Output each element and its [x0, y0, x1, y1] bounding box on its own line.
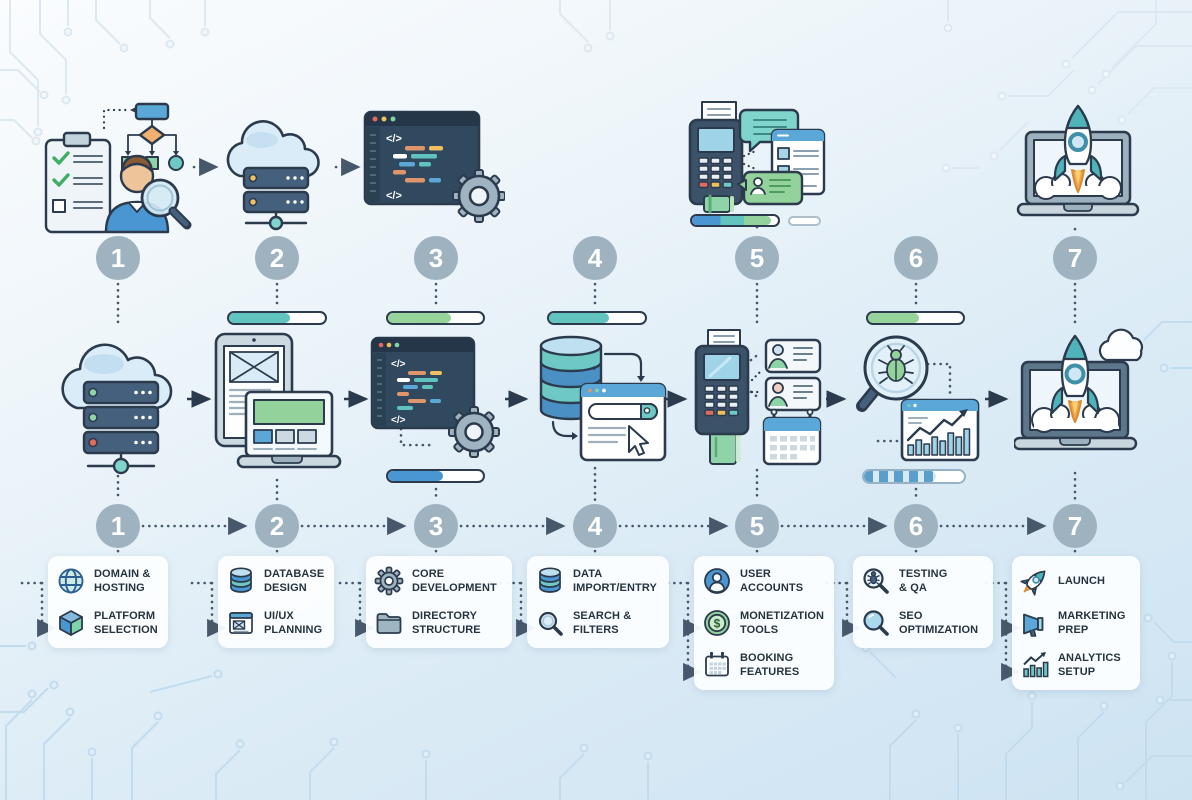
item-label: DOMAIN & HOSTING — [94, 568, 151, 594]
card-step-3: CORE DEVELOPMENT DIRECTORY STRUCTURE — [366, 556, 512, 648]
item-label: PLATFORM SELECTION — [94, 610, 158, 636]
list-item: DOMAIN & HOSTING — [56, 566, 160, 596]
item-label: CORE DEVELOPMENT — [412, 568, 497, 594]
item-label: UI/UX PLANNING — [264, 610, 323, 636]
item-label: DATABASE DESIGN — [264, 568, 325, 594]
step-2-badge-top: 2 — [255, 236, 299, 280]
step-5-badge-bottom: 5 — [735, 504, 779, 548]
card-step-4: DATA IMPORT/ENTRY SEARCH & FILTERS — [527, 556, 669, 648]
calendar-icon — [705, 651, 729, 677]
step-1-badge-top: 1 — [96, 236, 140, 280]
item-label: SEO OPTIMIZATION — [899, 610, 979, 636]
gear-icon — [374, 566, 404, 596]
user-icon — [704, 568, 730, 594]
item-label: USER ACCOUNTS — [740, 568, 804, 594]
payment-messaging-illustration — [688, 101, 826, 214]
cloud-server-illustration — [226, 120, 320, 231]
item-label: MONETIZATION TOOLS — [740, 610, 825, 636]
item-label: MARKETING PREP — [1058, 610, 1126, 636]
svg-text:$: $ — [714, 617, 721, 631]
progress-bar-step3-top — [386, 311, 485, 325]
svg-text:</>: </> — [391, 359, 406, 370]
rocket-launch-illustration-top — [1016, 104, 1140, 217]
list-item: DATABASE DESIGN — [226, 566, 326, 596]
svg-text:</>: </> — [386, 133, 402, 145]
rocket-icon — [1020, 570, 1046, 596]
rocket-launch-illustration-middle — [1014, 328, 1144, 451]
step-3-badge-bottom: 3 — [414, 504, 458, 548]
card-step-6: TESTING & QA SEO OPTIMIZATION — [853, 556, 993, 648]
code-editor-gear-illustration: </> </> — [370, 336, 500, 458]
step-7-badge-top: 7 — [1053, 236, 1097, 280]
step-3-badge-top: 3 — [414, 236, 458, 280]
dollar-icon: $ — [704, 610, 730, 636]
item-label: BOOKING FEATURES — [740, 652, 800, 678]
card-step-5: USER ACCOUNTS $ MONETIZATION TOOLS BOOKI… — [694, 556, 834, 690]
progress-bar-step6-top — [866, 311, 965, 325]
list-item: SEO OPTIMIZATION — [861, 608, 985, 638]
cloud-hosting-illustration — [61, 343, 173, 475]
list-item: $ MONETIZATION TOOLS — [702, 608, 826, 638]
globe-icon — [58, 568, 84, 594]
list-item: MARKETING PREP — [1020, 608, 1132, 638]
card-step-7: LAUNCH MARKETING PREP ANALYTICS SETUP — [1012, 556, 1140, 690]
list-item: SEARCH & FILTERS — [535, 608, 661, 638]
code-editor-illustration: </> </> — [363, 110, 505, 223]
step-2-badge-bottom: 2 — [255, 504, 299, 548]
svg-text:</>: </> — [386, 190, 402, 202]
step-6-badge-top: 6 — [894, 236, 938, 280]
list-item: USER ACCOUNTS — [702, 566, 826, 596]
progress-bar-step3-bottom — [386, 469, 485, 483]
megaphone-icon — [1023, 613, 1044, 637]
search-icon — [538, 611, 563, 636]
database-icon — [230, 567, 252, 593]
folder-icon — [376, 613, 402, 634]
payment-terminal-booking-illustration — [694, 329, 822, 466]
progress-bar-step2 — [227, 311, 327, 325]
cube-icon — [59, 610, 83, 636]
step-4-badge-top: 4 — [573, 236, 617, 280]
item-label: SEARCH & FILTERS — [573, 610, 632, 636]
list-item: TESTING & QA — [861, 566, 985, 596]
item-label: ANALYTICS SETUP — [1058, 652, 1121, 678]
list-item: LAUNCH — [1020, 566, 1132, 596]
step-5-badge-top: 5 — [735, 236, 779, 280]
card-step-1: DOMAIN & HOSTING PLATFORM SELECTION — [48, 556, 168, 648]
list-item: UI/UX PLANNING — [226, 608, 326, 638]
list-item: BOOKING FEATURES — [702, 650, 826, 680]
seo-search-icon — [863, 610, 889, 636]
list-item: DATA IMPORT/ENTRY — [535, 566, 661, 596]
item-label: DATA IMPORT/ENTRY — [573, 568, 657, 594]
database-icon — [539, 567, 561, 593]
list-item: PLATFORM SELECTION — [56, 608, 160, 638]
bug-search-icon — [863, 568, 889, 594]
list-item: ANALYTICS SETUP — [1020, 650, 1132, 680]
progress-bar-step6-bottom — [862, 469, 966, 484]
step-6-badge-bottom: 6 — [894, 504, 938, 548]
progress-bar-step5-top — [690, 214, 780, 227]
svg-text:</>: </> — [391, 415, 406, 426]
item-label: DIRECTORY STRUCTURE — [412, 610, 481, 636]
step-4-badge-bottom: 4 — [573, 504, 617, 548]
planning-research-illustration — [44, 102, 192, 234]
wireframe-icon — [229, 612, 253, 634]
item-label: LAUNCH — [1058, 575, 1106, 587]
bug-testing-analytics-illustration — [856, 335, 980, 462]
list-item: DIRECTORY STRUCTURE — [374, 608, 504, 638]
progress-bar-step4 — [547, 311, 647, 325]
step-1-badge-bottom: 1 — [96, 504, 140, 548]
database-browser-illustration — [539, 335, 667, 462]
item-label: TESTING & QA — [899, 568, 948, 594]
progress-pill-step5-top — [788, 216, 821, 226]
responsive-layout-illustration — [214, 332, 342, 469]
step-7-badge-bottom: 7 — [1053, 504, 1097, 548]
list-item: CORE DEVELOPMENT — [374, 566, 504, 596]
card-step-2: DATABASE DESIGN UI/UX PLANNING — [218, 556, 334, 648]
analytics-icon — [1023, 652, 1049, 678]
